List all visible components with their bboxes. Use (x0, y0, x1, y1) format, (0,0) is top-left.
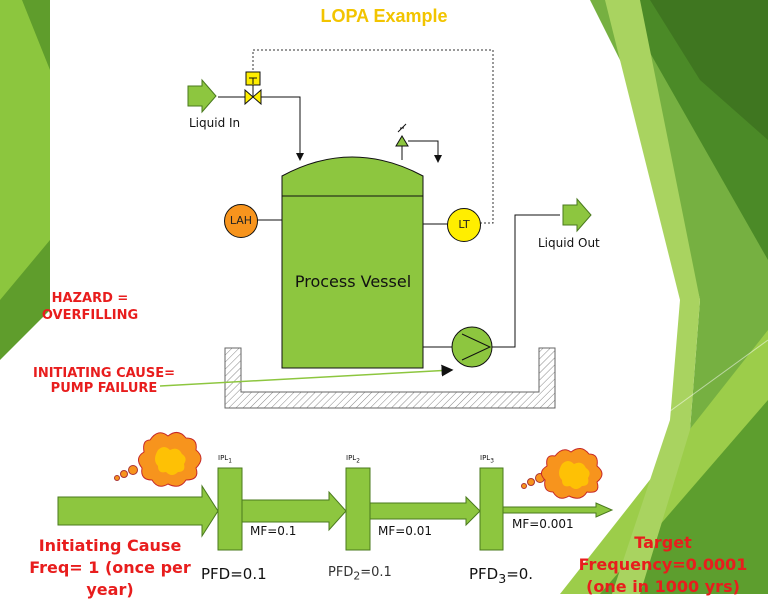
explosion-cloud-icon (521, 448, 603, 499)
right-highlight (605, 0, 700, 594)
vessel-label: Process Vessel (294, 272, 412, 291)
mf3-label: MF=0.001 (512, 517, 574, 531)
lah-indicator: LAH (224, 204, 258, 238)
control-signal-line (252, 49, 494, 224)
liquid-in-arrow (187, 78, 217, 114)
right-darker-band (650, 0, 768, 140)
initiating-line1: INITIATING CAUSE= (33, 366, 175, 381)
lt-indicator: LT (447, 208, 481, 242)
control-valve (244, 71, 262, 106)
ipl1-label: IPL1 (218, 454, 232, 465)
process-vessel (281, 156, 424, 369)
liquid-out-label: Liquid Out (538, 236, 600, 250)
ipl3-label: IPL3 (480, 454, 494, 465)
mf1-label: MF=0.1 (250, 524, 297, 538)
containment-bund (224, 347, 556, 409)
ic-line2: Freq= 1 (once per (29, 558, 191, 577)
ic-line1: Initiating Cause (38, 536, 182, 555)
ipl2-bar (345, 467, 371, 551)
ipl3-bar (479, 467, 504, 551)
mf2-arrow (369, 495, 481, 527)
lt-label: LT (458, 218, 470, 231)
tf-line1: Target (634, 533, 692, 552)
hazard-line2: OVERFILLING (41, 308, 139, 323)
pfd3-label: PFD3=0. (469, 565, 534, 586)
ipl1-bar (217, 467, 243, 551)
mf3-arrow (502, 502, 614, 518)
pfd2-label: PFD2=0.1 (328, 565, 392, 583)
tf-line3: (one in 1000 yrs) (586, 577, 740, 596)
pump (451, 326, 493, 368)
tf-line2: Frequency=0.0001 (578, 555, 748, 574)
left-light-band (0, 0, 50, 300)
mf1-arrow (241, 490, 347, 532)
initiating-cause-frequency: Initiating Cause Freq= 1 (once per year) (10, 535, 210, 601)
explosion-cloud-icon (114, 432, 202, 487)
hazard-label: HAZARD = OVERFILLING (30, 290, 150, 324)
ipl2-label: IPL2 (346, 454, 360, 465)
liquid-in-label: Liquid In (189, 116, 241, 130)
initiating-cause-arrow (57, 484, 219, 538)
mf2-label: MF=0.01 (378, 524, 433, 538)
target-frequency: Target Frequency=0.0001 (one in 1000 yrs… (568, 532, 758, 598)
pfd1-label: PFD=0.1 (201, 565, 267, 583)
ic-line3: year) (86, 580, 134, 599)
hazard-line1: HAZARD = (51, 291, 129, 306)
initiating-cause-label: INITIATING CAUSE= PUMP FAILURE (24, 366, 184, 396)
initiating-line2: PUMP FAILURE (50, 381, 158, 396)
liquid-out-arrow (562, 197, 592, 233)
lah-label: LAH (229, 214, 253, 227)
page-title: LOPA Example (320, 6, 448, 26)
relief-valve (395, 123, 442, 163)
